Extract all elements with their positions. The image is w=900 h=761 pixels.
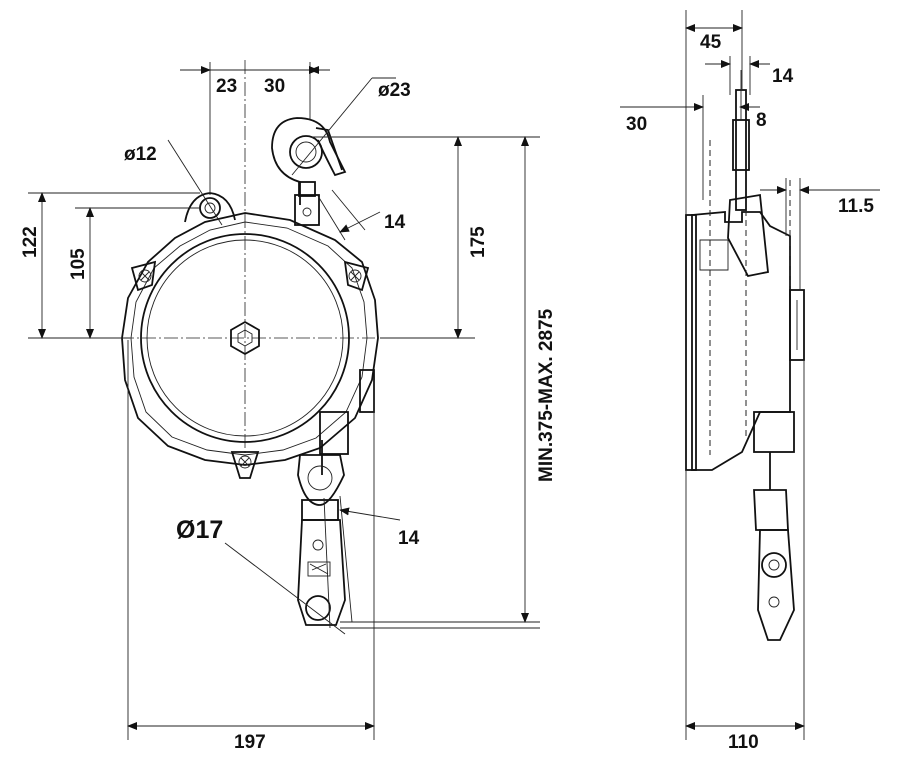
lug-hole-inner bbox=[204, 202, 216, 214]
balancer-drum bbox=[140, 233, 350, 443]
cable-exit-block bbox=[319, 411, 349, 455]
side-flange bbox=[685, 214, 697, 471]
dim-label-110: 110 bbox=[728, 732, 759, 753]
leader-dia17 bbox=[224, 542, 346, 635]
dim-label-30: 30 bbox=[264, 76, 285, 97]
dim-label-side-8: 8 bbox=[756, 110, 767, 131]
center-hex-inner bbox=[237, 329, 253, 347]
dim-label-11-5: 11.5 bbox=[838, 196, 874, 217]
balancer-housing-rim bbox=[130, 221, 368, 456]
dim-label-197: 197 bbox=[234, 732, 266, 753]
dim-197 bbox=[127, 340, 375, 740]
dim-110 bbox=[685, 360, 805, 740]
dim-label-14-upper: 14 bbox=[384, 212, 406, 233]
side-tab bbox=[789, 289, 805, 361]
leader-dia12 bbox=[167, 139, 223, 226]
lower-eye-hole bbox=[305, 595, 331, 621]
dim-45 bbox=[685, 10, 743, 215]
dim-label-175: 175 bbox=[468, 226, 489, 258]
dim-label-dia23: ø23 bbox=[378, 80, 411, 101]
lower-hook bbox=[297, 440, 346, 626]
dim-top-horizontal bbox=[180, 62, 330, 195]
side-body bbox=[691, 211, 791, 471]
top-hook bbox=[271, 117, 347, 226]
dim-14-lower bbox=[323, 495, 401, 629]
side-lower-hook bbox=[753, 411, 795, 641]
dim-label-23: 23 bbox=[216, 76, 237, 97]
dim-label-dia12: ø12 bbox=[124, 144, 157, 165]
dim-label-14-lower: 14 bbox=[398, 528, 420, 549]
center-hex-hub bbox=[230, 320, 260, 356]
dim-175 bbox=[312, 136, 475, 339]
side-view: 45 14 30 8 11.5 11 bbox=[620, 10, 880, 753]
leader-dia23 bbox=[291, 77, 373, 176]
dim-14-upper bbox=[317, 189, 381, 241]
balancer-drum-inner bbox=[146, 239, 344, 437]
front-view: 23 30 ø23 ø12 122 105 175 bbox=[20, 60, 557, 753]
balancer-housing-outer bbox=[121, 212, 379, 466]
screw-left bbox=[130, 260, 157, 292]
dim-stroke bbox=[340, 136, 540, 629]
screw-right bbox=[343, 260, 370, 292]
dim-label-side-30: 30 bbox=[626, 114, 647, 135]
dim-label-dia17: Ø17 bbox=[176, 516, 223, 544]
side-inner-contour bbox=[699, 239, 729, 271]
dim-label-105: 105 bbox=[68, 248, 89, 280]
dim-left-vertical bbox=[28, 192, 200, 339]
screw-bottom bbox=[230, 451, 260, 479]
dim-label-45: 45 bbox=[700, 32, 722, 53]
dim-label-122: 122 bbox=[20, 226, 41, 258]
dim-side-14 bbox=[705, 56, 770, 95]
side-top-hook bbox=[727, 70, 769, 278]
dim-11-5 bbox=[760, 178, 880, 290]
dim-label-side-14: 14 bbox=[772, 66, 794, 87]
dim-side-30-8 bbox=[620, 95, 760, 200]
lug-hole bbox=[199, 197, 221, 219]
dim-label-stroke: MIN.375-MAX. 2875 bbox=[536, 308, 557, 482]
